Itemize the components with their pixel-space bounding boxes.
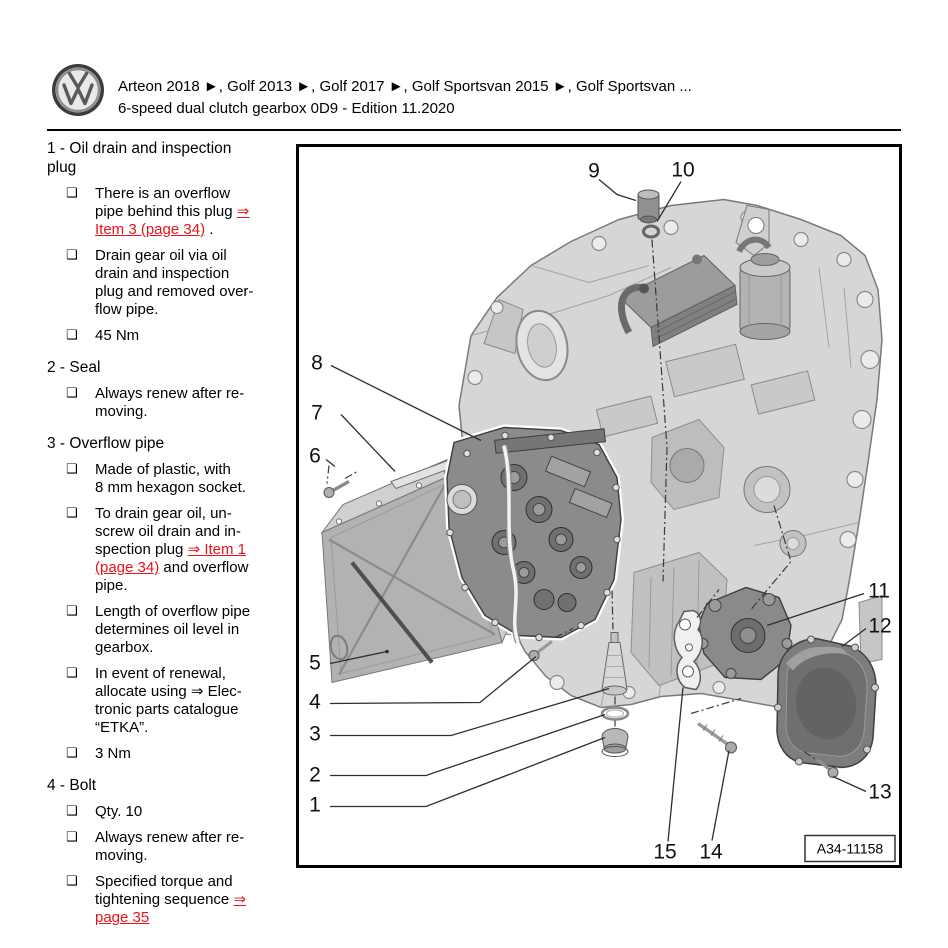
bullet-text: Always renew after re- moving. [95, 829, 245, 864]
part-title: 1 - Oil drain and inspection plug [47, 140, 232, 176]
callout-10: 10 [671, 159, 694, 182]
callout-2: 2 [309, 764, 321, 787]
bullet-text: Length of overflow pipe determines oil l… [95, 603, 251, 656]
callout-13: 13 [868, 781, 891, 804]
part-title: 2 - Seal [47, 359, 101, 376]
bullet-item: ❑ Always renew after re- moving. [47, 385, 297, 421]
oil-drain-plug [601, 728, 629, 757]
header-edition-line: 6-speed dual clutch gearbox 0D9 - Editio… [118, 100, 455, 117]
header-models-line: Arteon 2018 ►, Golf 2013 ►, Golf 2017 ►,… [118, 78, 692, 95]
bullet-text: There is an overflow pipe behind this pl… [95, 185, 250, 238]
assembly-axis-lines [326, 239, 817, 760]
callout-leaders [325, 179, 867, 842]
gasket-edge-tube [501, 444, 521, 644]
bolt-6 [323, 480, 350, 498]
bullet-item: ❑ 3 Nm [47, 745, 297, 763]
bullet-text: Always renew after re- moving. [95, 385, 245, 420]
vw-logo [52, 64, 104, 116]
plug-seal [642, 224, 660, 239]
oil-cooler [618, 254, 738, 348]
header-divider [47, 129, 901, 131]
checkbox-icon: ❑ [66, 746, 78, 761]
pump-gasket [673, 609, 703, 691]
bullet-item: ❑ There is an overflow pipe behind this p… [47, 185, 297, 239]
checkbox-icon: ❑ [66, 666, 78, 681]
callout-15: 15 [653, 841, 676, 864]
drain-plug-seal [600, 706, 630, 721]
checkbox-icon: ❑ [66, 874, 78, 889]
callout-7: 7 [311, 402, 323, 425]
callout-6: 6 [309, 445, 321, 468]
part-section-3: 3 - Overflow pipe ❑ Made of plastic, with … [47, 434, 297, 763]
callout-8: 8 [311, 352, 323, 375]
part-title: 4 - Bolt [47, 777, 97, 794]
bullet-item: ❑ Always renew after re- moving. [47, 829, 297, 865]
checkbox-icon: ❑ [66, 462, 78, 477]
bullet-item: ❑ 45 Nm [47, 327, 297, 345]
bullet-item: ❑ Qty. 10 [47, 803, 297, 821]
bullet-text: 3 Nm [95, 745, 131, 762]
bolt-4 [528, 640, 553, 661]
header: Arteon 2018 ►, Golf 2013 ►, Golf 2017 ►,… [118, 76, 692, 120]
bullet-text: Drain gear oil via oil drain and inspect… [95, 247, 254, 318]
cross-reference-link[interactable]: ⇒ Item 1 (page 34) [95, 541, 246, 576]
callout-11: 11 [868, 580, 890, 603]
bullet-item: ❑ Length of overflow pipe determines oil … [47, 603, 297, 657]
bullet-text: To drain gear oil, un- screw oil drain a… [95, 505, 249, 594]
bullet-item: ❑ To drain gear oil, un- screw oil drain … [47, 505, 297, 595]
bullet-item: ❑ Made of plastic, with 8 mm hexagon sock… [47, 461, 297, 497]
checkbox-icon: ❑ [66, 386, 78, 401]
bullet-item: ❑ In event of renewal, allocate using ⇒ E… [47, 665, 297, 737]
bolt-14 [697, 722, 737, 754]
bullet-text: In event of renewal, allocate using ⇒ El… [95, 665, 242, 736]
exploded-diagram: 9 10 8 7 6 5 4 3 2 1 11 12 13 15 14 A34-… [309, 159, 896, 864]
bullet-text: 45 Nm [95, 327, 140, 344]
checkbox-icon: ❑ [66, 830, 78, 845]
figure-id: A34-11158 [817, 841, 884, 857]
checkbox-icon: ❑ [66, 604, 78, 619]
figure-id-box: A34-11158 [804, 834, 896, 863]
callout-3: 3 [309, 723, 321, 746]
part-title: 3 - Overflow pipe [47, 435, 165, 452]
callout-9: 9 [588, 160, 600, 183]
parts-list: 1 - Oil drain and inspection plug ❑ There … [47, 139, 297, 927]
cross-reference-link[interactable]: ⇒ Item 3 (page 34) [95, 203, 250, 238]
part-section-2: 2 - Seal ❑ Always renew after re- moving. [47, 358, 297, 421]
pressure-reservoir [736, 236, 791, 340]
oil-pump [686, 586, 793, 681]
callout-5: 5 [309, 652, 321, 675]
callout-14: 14 [699, 841, 723, 864]
cross-reference-link[interactable]: ⇒ page 35 [95, 891, 247, 926]
checkbox-icon: ❑ [66, 328, 78, 343]
bullet-text: Qty. 10 [95, 803, 143, 820]
leader-end-dot [385, 649, 389, 654]
filler-plug [637, 189, 660, 224]
bullet-text: Made of plastic, with 8 mm hexagon socke… [95, 461, 246, 496]
bullet-item: ❑ Specified torque and tightening sequenc… [47, 873, 297, 927]
callout-4: 4 [309, 691, 321, 714]
bullet-item: ❑ Drain gear oil via oil drain and inspec… [47, 247, 297, 319]
figure-frame: 9 10 8 7 6 5 4 3 2 1 11 12 13 15 14 A34-… [296, 144, 902, 868]
bolt-13 [816, 758, 839, 778]
bullet-text: Specified torque and tightening sequence… [95, 873, 247, 926]
checkbox-icon: ❑ [66, 804, 78, 819]
part-section-1: 1 - Oil drain and inspection plug ❑ There … [47, 139, 297, 345]
checkbox-icon: ❑ [66, 506, 78, 521]
end-cover [774, 635, 879, 769]
checkbox-icon: ❑ [66, 186, 78, 201]
part-section-4: 4 - Bolt ❑ Qty. 10 ❑ Always renew after re- … [47, 776, 297, 927]
callout-12: 12 [868, 615, 891, 638]
checkbox-icon: ❑ [66, 248, 78, 263]
callout-1: 1 [309, 794, 321, 817]
